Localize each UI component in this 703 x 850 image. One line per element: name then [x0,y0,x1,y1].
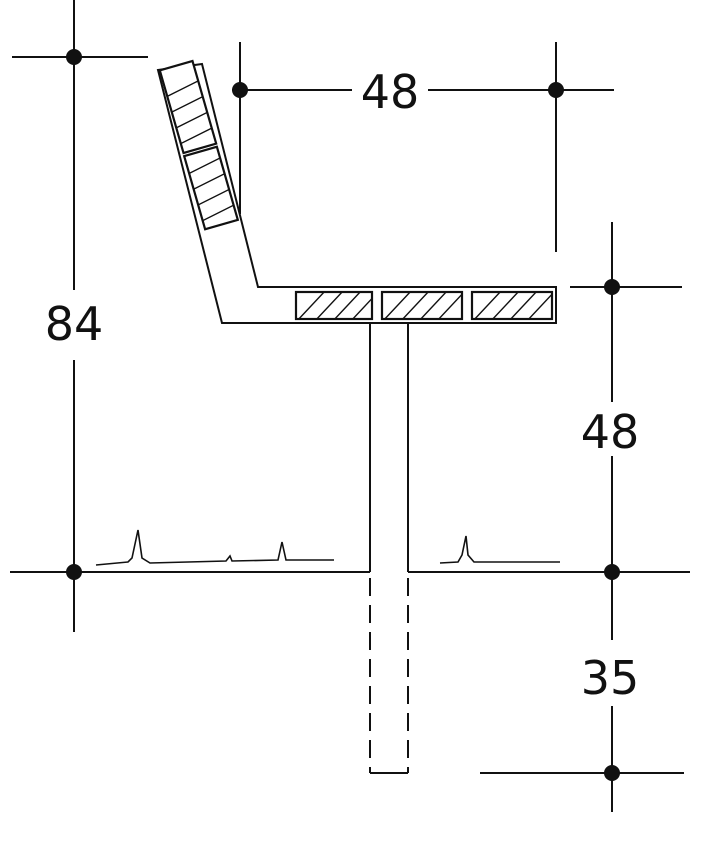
seat-plank-3 [470,290,554,321]
dimension-foundation-depth: 35 [480,651,684,812]
seat-plank-1 [294,290,374,321]
dimension-label-total-height: 84 [45,297,104,351]
dimension-seat-depth: 48 [232,42,614,252]
post-foundation-hidden [369,578,409,774]
dimension-label-seat-height: 48 [581,405,640,459]
seat-plank-2 [380,290,464,321]
dimension-total-height: 84 [12,0,148,632]
dimension-seat-height: 48 [570,222,682,640]
dimension-label-foundation-depth: 35 [581,651,640,705]
grass-marks [95,529,560,566]
dimension-label-seat-depth: 48 [361,65,420,119]
bench-frame [156,62,557,324]
bench-post [369,323,409,572]
